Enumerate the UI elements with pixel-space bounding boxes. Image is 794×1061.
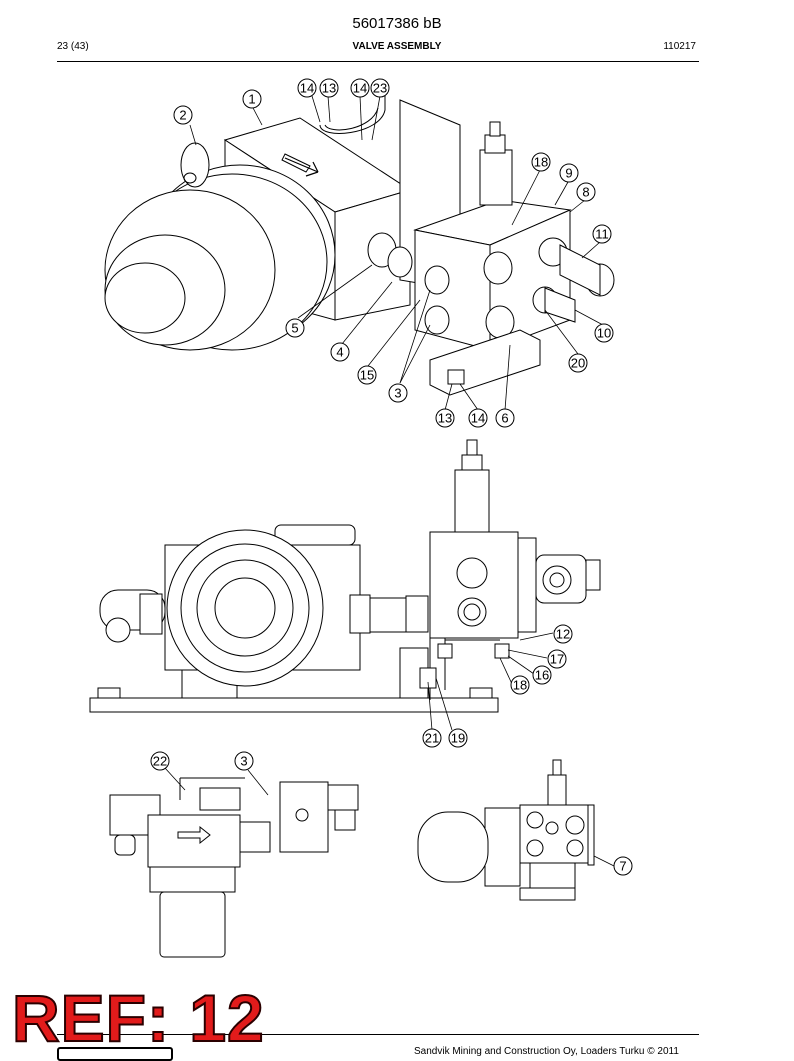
callout-18: 18 [510, 675, 530, 695]
callout-number: 12 [556, 627, 570, 642]
footer-rule [57, 1034, 699, 1035]
page-number: 23 (43) [57, 41, 89, 52]
callout-number: 23 [373, 81, 387, 96]
callout-14: 14 [350, 78, 370, 98]
callout-14: 14 [468, 408, 488, 428]
callout-8: 8 [576, 182, 596, 202]
callout-number: 7 [619, 859, 626, 874]
callout-number: 3 [394, 386, 401, 401]
callout-number: 1 [248, 92, 255, 107]
callout-4: 4 [330, 342, 350, 362]
callout-3: 3 [388, 383, 408, 403]
callout-number: 13 [438, 411, 452, 426]
callout-17: 17 [547, 649, 567, 669]
callout-number: 14 [353, 81, 367, 96]
callout-number: 13 [322, 81, 336, 96]
callout-2: 2 [173, 105, 193, 125]
callout-number: 19 [451, 731, 465, 746]
callout-number: 18 [534, 155, 548, 170]
top-leaders [189, 95, 604, 411]
callout-number: 20 [571, 356, 585, 371]
callout-14: 14 [297, 78, 317, 98]
callout-number: 9 [565, 166, 572, 181]
callout-5: 5 [285, 318, 305, 338]
callout-number: 14 [300, 81, 314, 96]
front-view [89, 439, 601, 713]
callout-21: 21 [422, 728, 442, 748]
callout-number: 4 [336, 345, 343, 360]
callout-6: 6 [495, 408, 515, 428]
callout-number: 6 [501, 411, 508, 426]
ref-stamp: REF: 12 [11, 981, 265, 1055]
callout-13: 13 [435, 408, 455, 428]
callout-number: 22 [153, 754, 167, 769]
callout-13: 13 [319, 78, 339, 98]
callout-12: 12 [553, 624, 573, 644]
callout-16: 16 [532, 665, 552, 685]
callout-10: 10 [594, 323, 614, 343]
bottom-left-leaders [164, 767, 269, 796]
callout-number: 14 [471, 411, 485, 426]
callout-20: 20 [568, 353, 588, 373]
callout-3: 3 [234, 751, 254, 771]
callout-number: 15 [360, 368, 374, 383]
isometric-view [104, 90, 615, 396]
bottom-right-leaders [593, 855, 615, 867]
callout-number: 21 [425, 731, 439, 746]
header-rule [57, 61, 699, 62]
callout-15: 15 [357, 365, 377, 385]
callout-11: 11 [592, 224, 612, 244]
callout-number: 11 [595, 227, 609, 242]
callout-19: 19 [448, 728, 468, 748]
date-code: 110217 [663, 41, 696, 52]
callout-number: 5 [291, 321, 298, 336]
side-view [417, 759, 595, 901]
callout-number: 2 [179, 108, 186, 123]
callout-number: 3 [240, 754, 247, 769]
middle-leaders [427, 632, 554, 731]
callout-number: 17 [550, 652, 564, 667]
page-title: VALVE ASSEMBLY [352, 41, 442, 52]
callout-7: 7 [613, 856, 633, 876]
callout-9: 9 [559, 163, 579, 183]
callout-number: 8 [582, 185, 589, 200]
callout-number: 18 [513, 678, 527, 693]
footer-copyright: Sandvik Mining and Construction Oy, Load… [414, 1046, 679, 1057]
callout-18: 18 [531, 152, 551, 172]
document-number: 56017386 bB [352, 15, 442, 32]
callout-23: 23 [370, 78, 390, 98]
callout-number: 10 [597, 326, 611, 341]
top-view [109, 777, 359, 958]
callout-1: 1 [242, 89, 262, 109]
callout-number: 16 [535, 668, 549, 683]
callout-22: 22 [150, 751, 170, 771]
